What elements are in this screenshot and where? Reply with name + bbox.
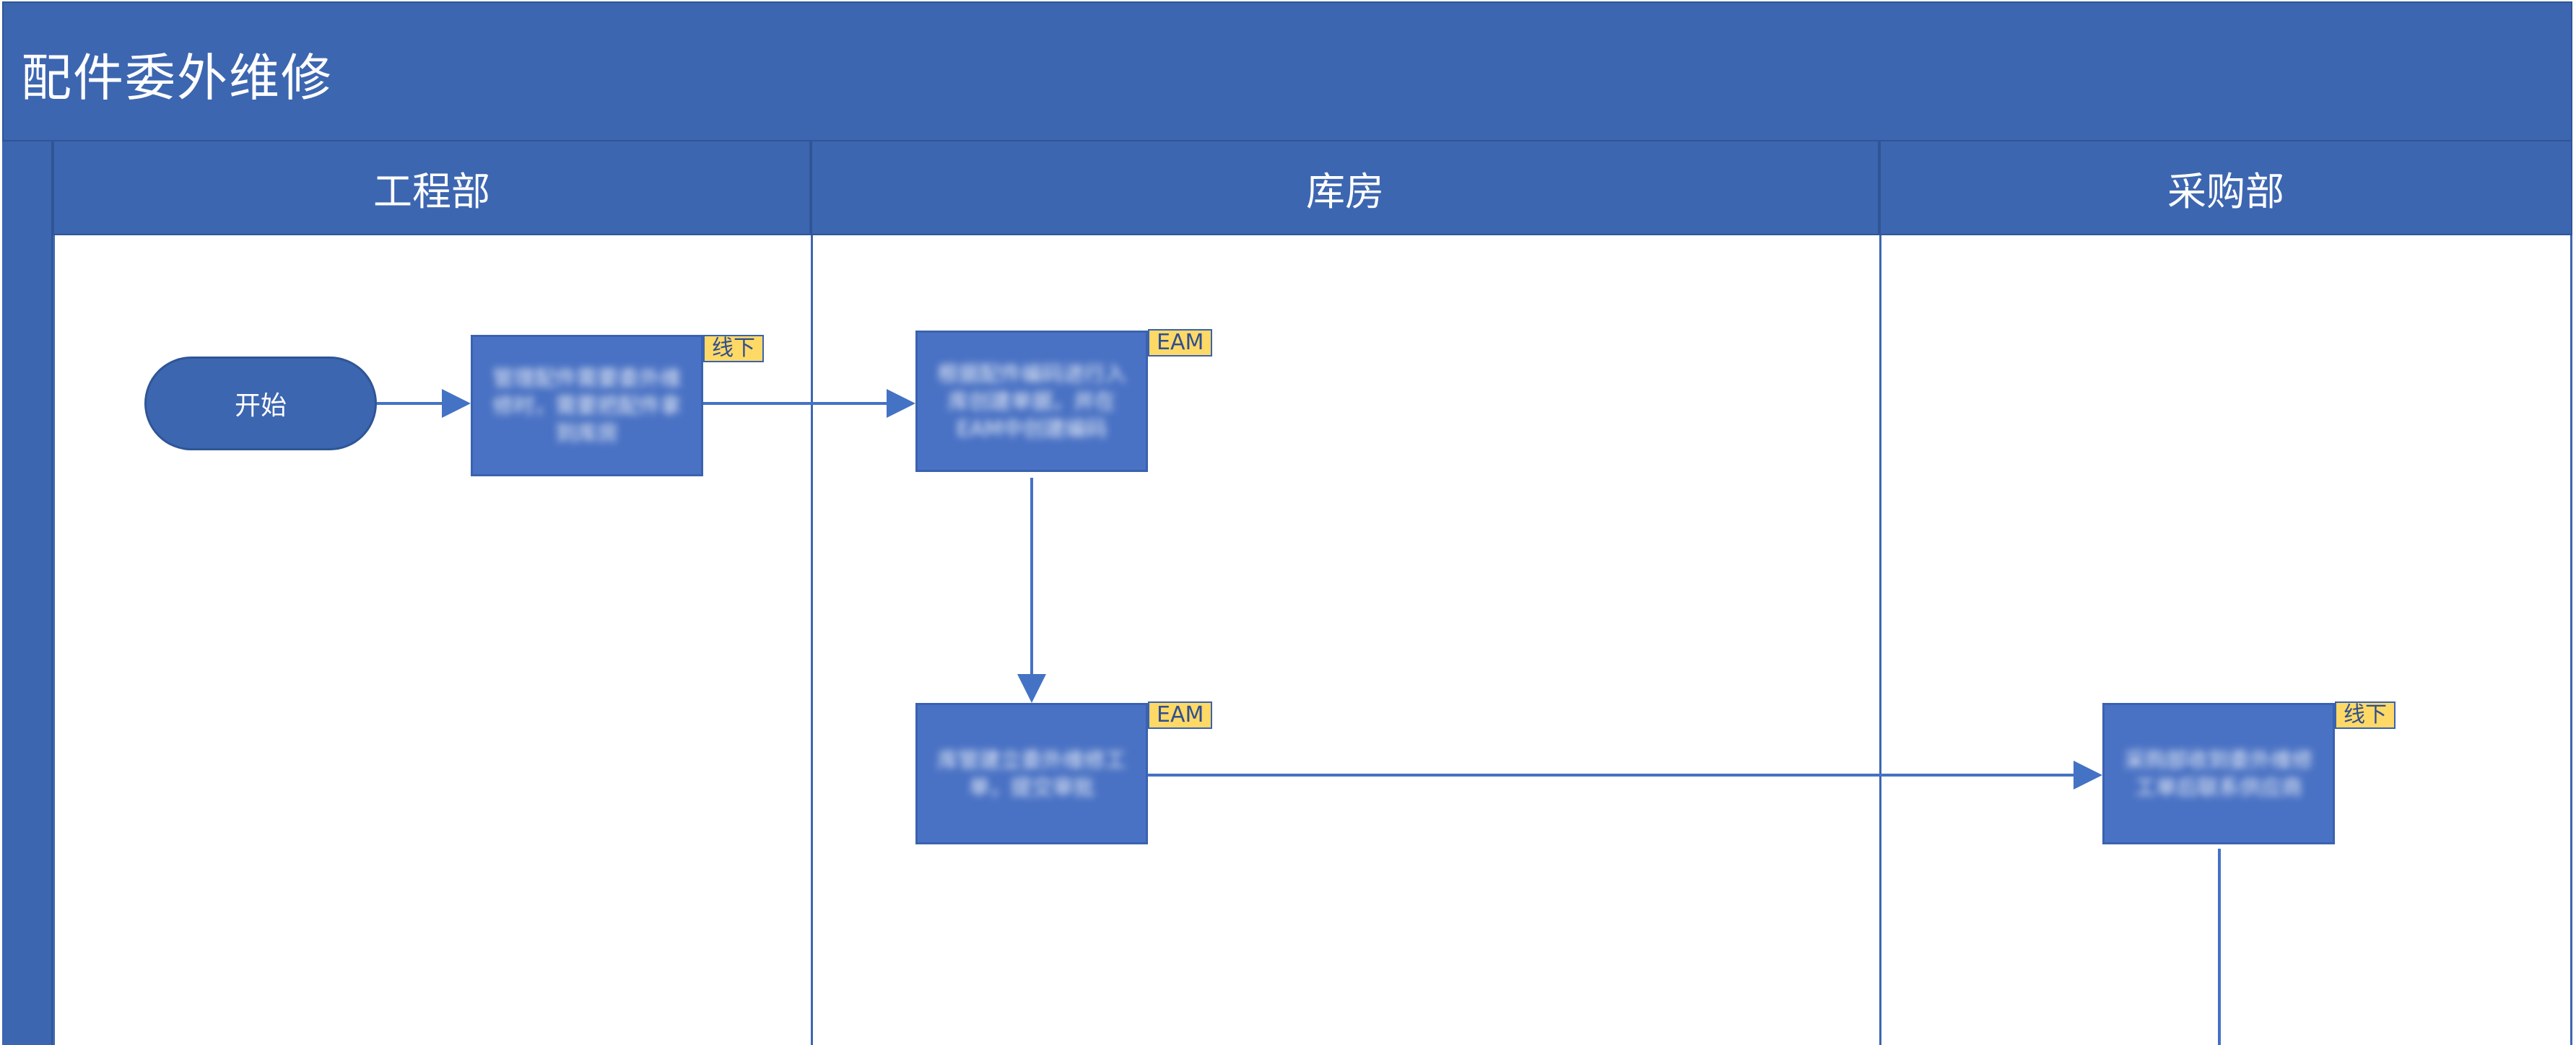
process-warehouse2-text: 库管建立委外维修工单，提交审批 bbox=[937, 748, 1126, 800]
process-engineering-text: 管理配件需要委外维修时，需要把配件拿到库房 bbox=[492, 366, 682, 445]
title-bar: 配件委外维修 bbox=[2, 1, 2572, 141]
tag-warehouse-step2: EAM bbox=[1148, 701, 1213, 729]
process-warehouse1-text: 根据配件编码进行入库创建单据，并在EAM中创建编码 bbox=[937, 362, 1126, 441]
diagram-title: 配件委外维修 bbox=[21, 48, 333, 108]
process-purchasing-text: 采购部收到委外维修工单后联系供应商 bbox=[2124, 748, 2313, 800]
lane-purchasing-label: 采购部 bbox=[2167, 168, 2284, 214]
process-engineering-step: 管理配件需要委外维修时，需要把配件拿到库房 bbox=[471, 335, 703, 476]
lane-header-purchasing: 采购部 bbox=[1879, 141, 2572, 235]
start-label: 开始 bbox=[234, 391, 287, 421]
lane-body-purchasing bbox=[1879, 235, 2572, 1045]
lane-engineering-label: 工程部 bbox=[373, 168, 490, 214]
lane-header-warehouse: 库房 bbox=[811, 141, 1879, 235]
lane-body-warehouse bbox=[811, 235, 1879, 1045]
process-purchasing-step: 采购部收到委外维修工单后联系供应商 bbox=[2102, 703, 2335, 844]
lane-header-engineering: 工程部 bbox=[53, 141, 811, 235]
pool-left-strip bbox=[2, 141, 53, 1045]
tag-purchasing-step: 线下 bbox=[2335, 701, 2396, 729]
start-terminator: 开始 bbox=[144, 357, 377, 450]
tag-engineering-step: 线下 bbox=[703, 335, 764, 362]
lane-warehouse-label: 库房 bbox=[1306, 168, 1384, 214]
tag-warehouse-step1: EAM bbox=[1148, 329, 1213, 357]
process-warehouse-step1: 根据配件编码进行入库创建单据，并在EAM中创建编码 bbox=[915, 331, 1148, 472]
lane-body-engineering bbox=[53, 235, 811, 1045]
process-warehouse-step2: 库管建立委外维修工单，提交审批 bbox=[915, 703, 1148, 844]
